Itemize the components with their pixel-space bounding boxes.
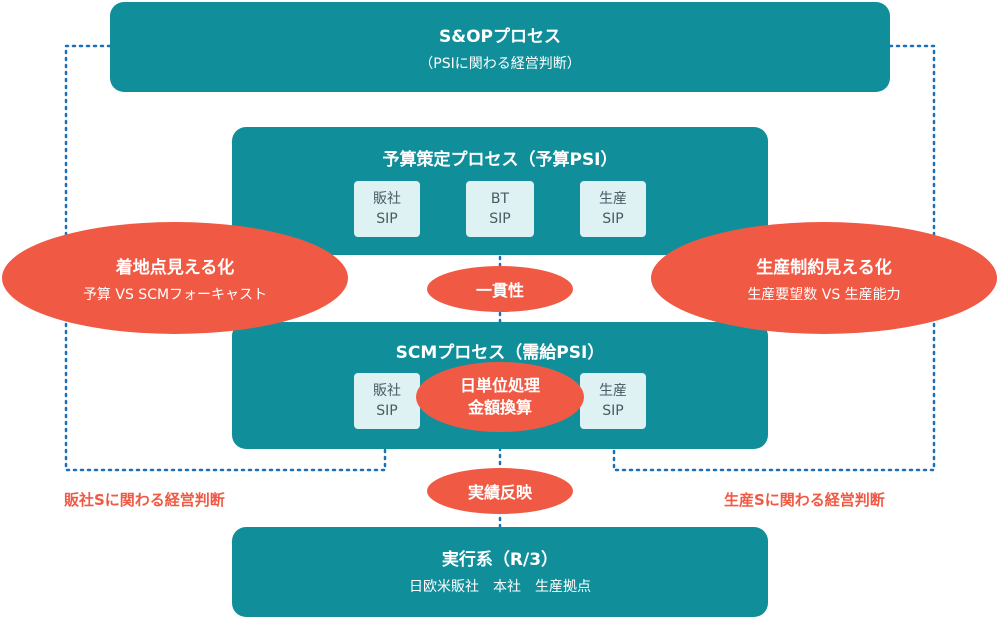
sip-label: SIP <box>376 211 398 227</box>
budget-sip-hansha: 販社 SIP <box>354 181 420 237</box>
production-constraint-title: 生産制約見える化 <box>756 257 892 278</box>
daily-processing-line1: 日単位処理 <box>459 376 540 395</box>
budget-title: 予算策定プロセス（予算PSI） <box>382 150 618 170</box>
sip-label: SIP <box>602 211 624 227</box>
sip-label: 生産 <box>599 191 627 207</box>
landing-visibility-ellipse: 着地点見える化 予算 VS SCMフォーキャスト <box>2 222 348 334</box>
scm-sip-seisan: 生産 SIP <box>580 373 646 429</box>
execution-subtitle: 日欧米販社 本社 生産拠点 <box>409 579 591 595</box>
seisan-decision-caption: 生産Sに関わる経営判断 <box>724 491 885 509</box>
sip-label: SIP <box>376 403 398 419</box>
sip-label: BT <box>490 191 510 207</box>
sip-label: SIP <box>602 403 624 419</box>
production-constraint-subtitle: 生産要望数 VS 生産能力 <box>747 286 901 303</box>
sip-label: 販社 <box>373 191 401 207</box>
execution-box: 実行系（R/3） 日欧米販社 本社 生産拠点 <box>232 527 768 617</box>
daily-processing-line2: 金額換算 <box>467 398 532 417</box>
sip-label: 販社 <box>373 383 401 399</box>
sop-subtitle: （PSIに関わる経営判断） <box>419 56 581 72</box>
sip-label: 生産 <box>599 383 627 399</box>
landing-visibility-title: 着地点見える化 <box>115 257 235 278</box>
daily-processing-pill: 日単位処理 金額換算 <box>416 362 584 432</box>
consistency-pill: 一貫性 <box>427 266 573 312</box>
sop-process-box: S&OPプロセス （PSIに関わる経営判断） <box>110 2 890 92</box>
scm-sip-hansha: 販社 SIP <box>354 373 420 429</box>
scm-title: SCMプロセス（需給PSI） <box>395 343 605 363</box>
production-constraint-ellipse: 生産制約見える化 生産要望数 VS 生産能力 <box>651 222 997 334</box>
hansha-decision-caption: 販社Sに関わる経営判断 <box>64 491 225 509</box>
budget-sip-bt: BT SIP <box>466 181 534 237</box>
right-feedback-line <box>612 44 936 472</box>
execution-title: 実行系（R/3） <box>441 550 559 570</box>
budget-sip-seisan: 生産 SIP <box>580 181 646 237</box>
sip-label: SIP <box>489 211 511 227</box>
actual-reflection-pill: 実績反映 <box>427 468 573 514</box>
sop-title: S&OPプロセス <box>439 27 561 47</box>
landing-visibility-subtitle: 予算 VS SCMフォーキャスト <box>82 286 268 303</box>
left-feedback-line <box>64 44 387 472</box>
